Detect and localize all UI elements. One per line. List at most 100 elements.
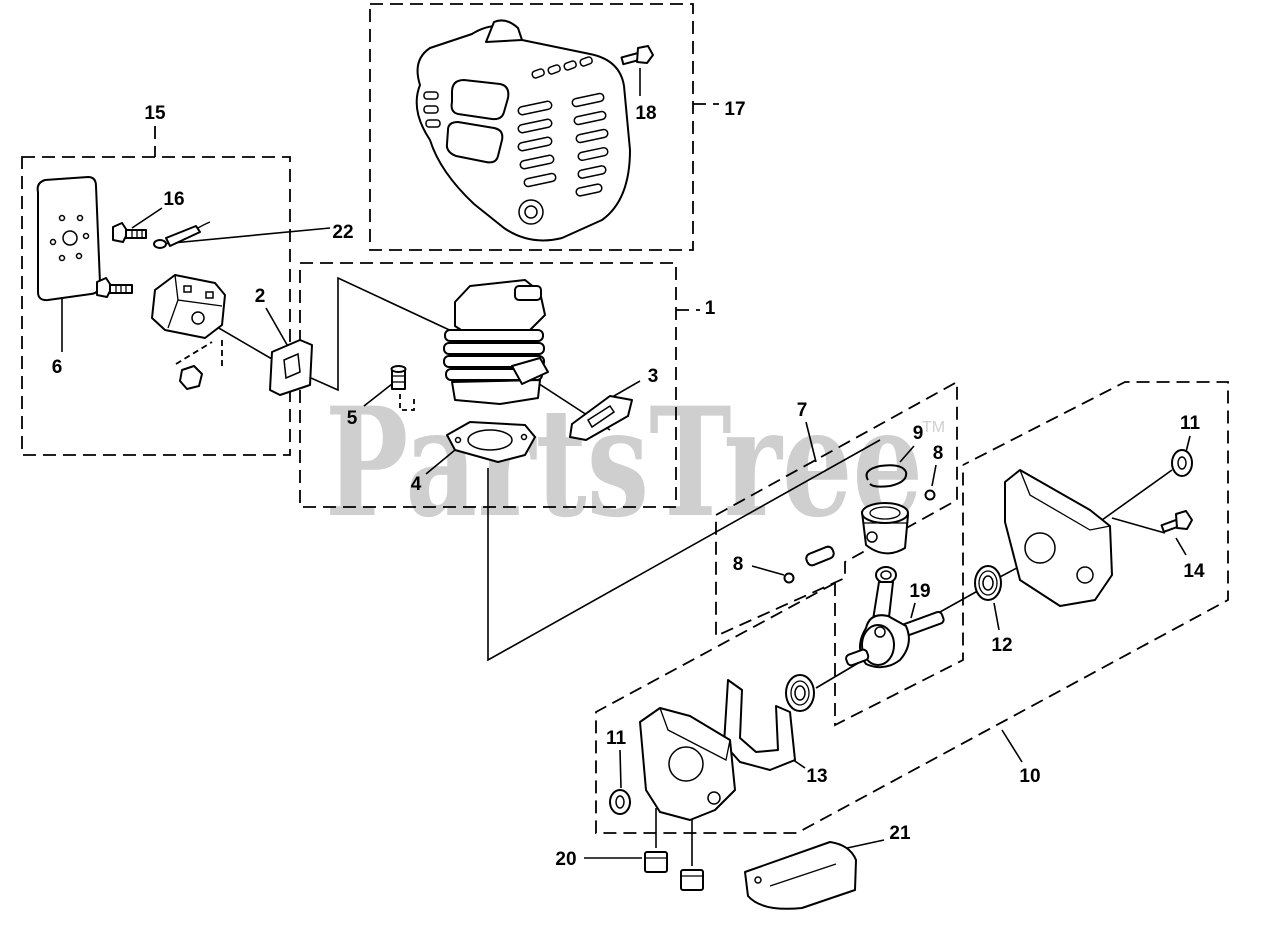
terminal-washer [153,239,167,249]
plug-dashed-line [399,394,415,411]
cylinder-bolt [390,365,407,390]
crankcase-right-boss [1076,566,1094,584]
gasket-hole [76,214,84,222]
insulator [269,339,313,396]
leader-19 [910,602,916,619]
base-gasket-hole [454,436,462,444]
gasket-hole [82,232,90,240]
cover-vent [577,165,607,179]
carburetor-edge [167,299,179,329]
seal-bore [1177,456,1187,470]
rubber-mount-right [680,869,704,891]
callout-10: 10 [1019,766,1040,787]
cover-vent [523,172,557,188]
leader-2 [265,307,291,351]
crank-pin [874,626,886,638]
cover-vent [519,154,555,170]
cover-vent [573,110,607,126]
cover-vent [517,100,553,116]
leader-16 [131,207,163,229]
callout-13: 13 [806,766,827,787]
carburetor-port [205,291,214,299]
callout-8-left: 8 [733,554,744,575]
callout-16: 16 [163,189,184,210]
carburetor-nut [179,365,203,390]
callout-3: 3 [648,366,659,387]
cylinder [443,279,549,405]
cover-vent [531,68,545,79]
crankcase-left [639,707,736,821]
cylinder-fin [443,342,545,355]
gasket-hole [75,252,83,260]
plate-slot [769,863,837,887]
crank-left-bearing-line [815,661,861,689]
callout-15: 15 [144,103,166,124]
cylinder-bolt-head [390,365,407,373]
gasket-hole [49,238,57,246]
bearing-bore [982,575,994,591]
cover-vent [575,183,603,197]
leader-10 [1001,729,1023,763]
piston-crown-inner [869,506,901,520]
callout-1: 1 [705,298,716,319]
crankcase-bolt-head [1175,510,1193,530]
callout-18: 18 [635,103,656,124]
carburetor-body [151,274,226,339]
callout-21: 21 [889,823,911,844]
callout-11-right: 11 [1180,413,1201,434]
cover-bolt-head [636,45,654,64]
mount-body [644,851,668,873]
gasket-hole [58,254,66,262]
callout-19: 19 [909,581,930,602]
box-carburetor-15 [21,156,291,456]
cover-window-lower [445,121,504,164]
cover-bolt [620,45,654,66]
cover-vent [577,146,609,162]
gasket-center-hole [62,230,78,246]
callout-22: 22 [332,222,353,243]
cover-vent [423,105,439,114]
piston-pin-body [805,545,835,567]
crankcase-right-flange [1019,469,1111,531]
insulator-port [283,352,301,380]
carburetor-port [183,285,192,293]
piston-ring [865,464,908,488]
piston [861,502,909,555]
crankcase-left-flange [659,707,731,761]
bearing-race [978,570,998,596]
cylinder-base-gasket [446,421,536,463]
watermark-trademark: TM [922,419,945,436]
intake-connector-line [204,276,459,392]
carburetor-bolt-upper [112,222,147,243]
cover-vent [423,91,439,100]
cover-vent [517,136,553,152]
crankcase-right-bore [1024,532,1056,564]
leader-8-right [931,464,937,487]
callout-8-right: 8 [933,443,944,464]
carburetor-gasket [36,176,101,302]
crankcase-bolt [1160,510,1193,533]
cylinder-exhaust-port [511,357,549,385]
crankcase-right-body [1004,469,1113,607]
callout-7: 7 [797,400,808,421]
callout-2: 2 [255,286,266,307]
cylinder-plug-boss [514,285,542,301]
leader-5 [363,383,393,407]
carburetor-bore [191,311,205,325]
cover-vent [517,118,553,134]
oil-seal-left [609,789,631,815]
watermark: PartsTree TM [325,375,945,551]
callout-12: 12 [991,635,1012,656]
box-piston-7 [715,380,958,638]
needle-bearing-bore [880,570,892,580]
terminal-lug [165,225,201,247]
crankcase-gasket [723,679,796,771]
crank-shaft-left [845,648,870,667]
crankcase-left-bore [668,746,704,782]
exhaust-gasket [569,395,633,441]
piston-pin-clip-left [783,572,795,584]
callout-6: 6 [52,357,63,378]
callout-17: 17 [724,99,745,120]
callouts: 1 2 3 4 5 6 7 8 8 9 10 11 11 12 13 14 15… [52,99,1205,870]
